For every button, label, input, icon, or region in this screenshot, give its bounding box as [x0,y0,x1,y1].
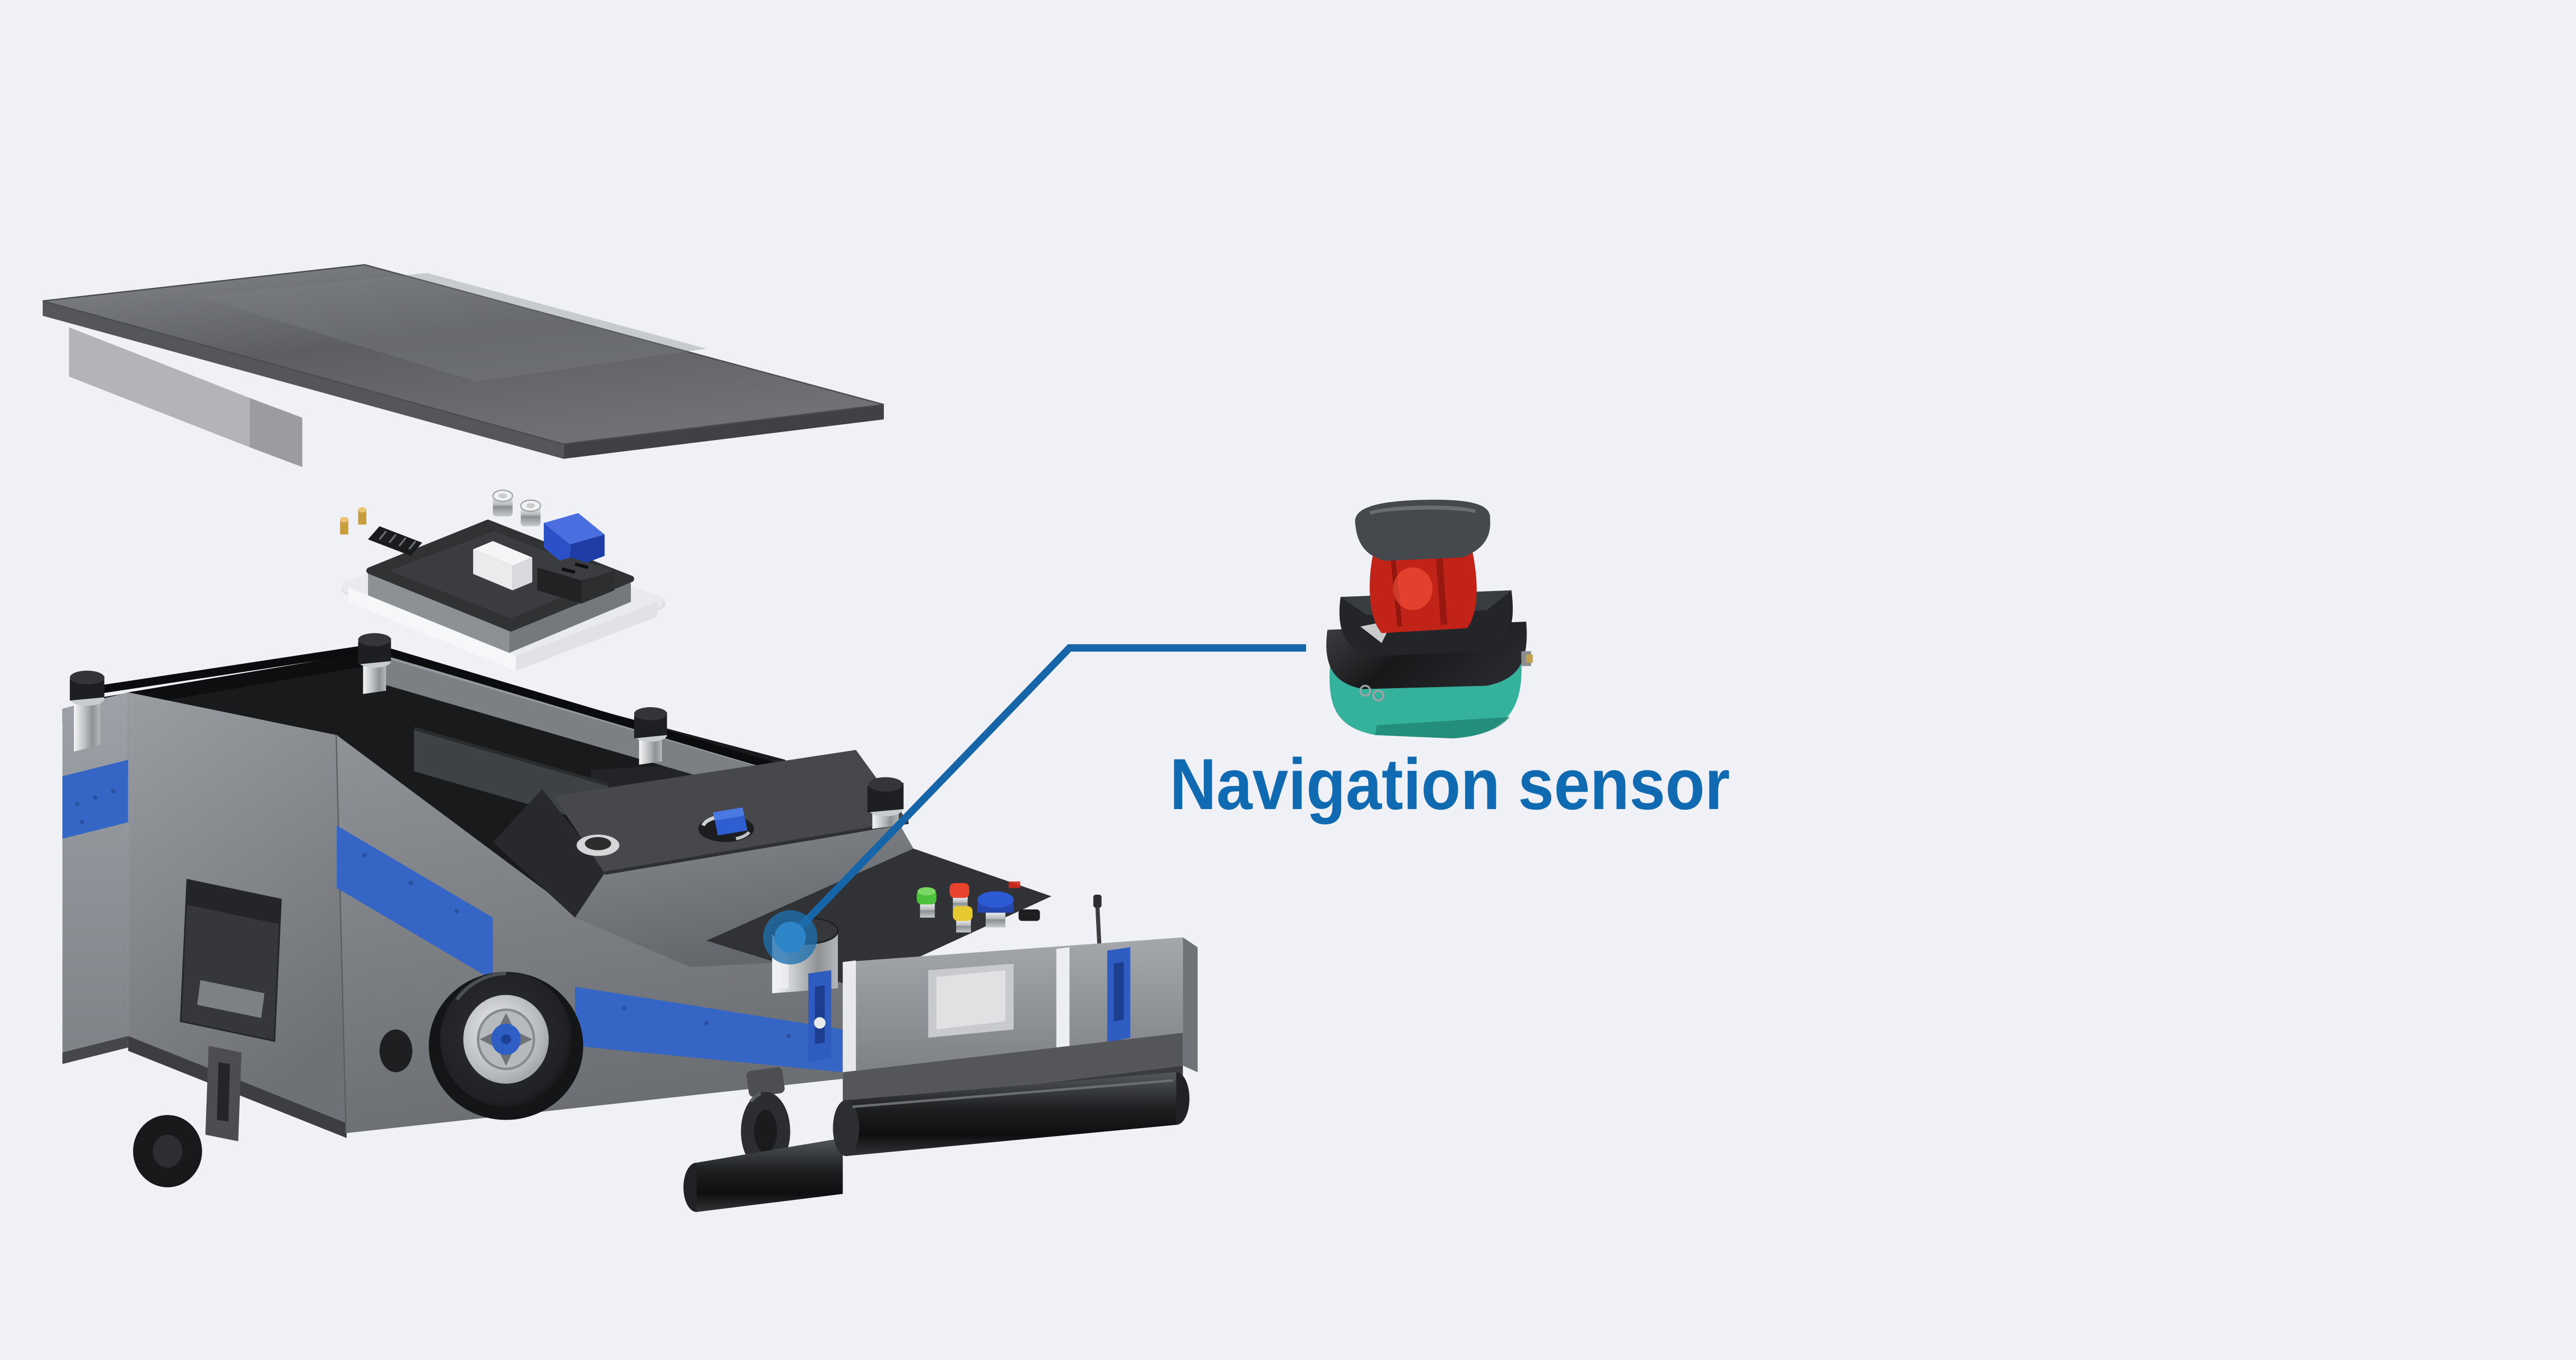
front-skirt-upper [843,1033,1183,1109]
sensor-logo [1359,684,1384,702]
rear-bottom-edge [62,1036,128,1064]
stripe-rivets [362,852,791,1038]
side-blue-stripe-front [575,987,843,1073]
vent-slots [368,526,422,556]
blue-connector [543,513,605,569]
front-pillar-highlight-left [843,960,856,1074]
drive-wheel [440,972,572,1107]
cover-underside-flange-step [249,398,303,467]
front-pillar-highlight-right [1056,947,1070,1053]
red-button [949,883,969,898]
module-body-front-right [509,580,631,653]
front-handle-right [1107,947,1130,1043]
top-cover-panel [42,264,884,467]
hood-slope [575,826,914,967]
sensor-teal-shadow [1375,717,1510,739]
handle-recess [180,878,282,1042]
sensor-cap [1355,500,1490,561]
deck-chrome-ring [577,834,620,856]
module-base-front-left [348,587,516,671]
front-label-plate [928,963,1014,1038]
callout: Navigation sensor [763,644,1730,965]
callout-label: Navigation sensor [1169,744,1730,825]
tire-highlight [455,972,506,1001]
aux-connector [1018,909,1040,921]
hood-deck-front-edge [604,820,909,875]
rear-face [62,692,128,1063]
corner-post-mid-right [634,707,667,765]
operator-buttons [917,881,1040,933]
sensor-side-connector [1521,651,1533,667]
yellow-button [952,906,973,921]
bumper-roller [683,1072,1190,1212]
hub-center [501,1034,511,1045]
module-body-front-left [368,572,509,653]
sensor-cap-highlight [1370,505,1476,515]
corner-post-rear-right [358,633,391,694]
cover-edge-left [42,301,564,459]
corner-post-rear-left [70,670,105,752]
lens-streak-2 [1436,555,1448,625]
navigation-sensor [1326,500,1533,739]
antenna-connectors-gold [339,507,367,534]
front-handle-left [808,970,832,1063]
green-button-base [920,903,935,918]
bulkhead-face [493,789,608,918]
yellow-button-base [956,919,971,933]
cover-underside-flange [69,327,250,447]
cover-top-face [42,264,884,445]
callout-line [787,644,1306,940]
status-led-red [1008,881,1021,888]
black-connector [537,557,615,604]
rear-wheel [133,1115,202,1188]
lens-glow [1393,567,1433,611]
white-connector [473,541,533,590]
control-module [339,490,666,671]
estop-button [977,891,1014,928]
bed-divider-edge [413,727,609,786]
deck-blue-device [698,807,754,842]
cover-sheen [197,273,706,382]
rear-stripe-rivets [74,789,116,825]
front-right-sliver [1183,937,1198,1073]
m12-connectors [492,490,541,527]
side-blue-stripe-rear [336,826,493,980]
side-port-hole [379,1029,413,1073]
callout-dot-inner [775,922,806,953]
cover-edge-right [563,404,884,459]
lower-recess [205,1046,242,1141]
module-base-front-right [516,602,657,671]
rear-top-black-band [62,651,375,724]
corner-post-front-right [867,777,904,829]
